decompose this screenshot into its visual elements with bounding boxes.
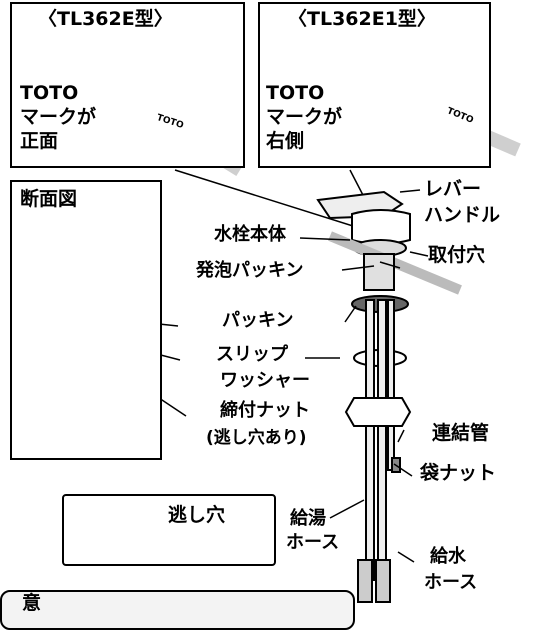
faucet-body-label: 水栓本体: [214, 224, 286, 245]
cross-section-box: [10, 180, 162, 460]
nut-label-line2: (逃し穴あり): [206, 428, 307, 448]
mark-label-line2: マークが: [20, 106, 97, 128]
mark-label-line3: 正面: [20, 130, 59, 152]
cold-hose-label-line2: ホース: [424, 572, 478, 593]
mount-hole-label: 取付穴: [428, 244, 486, 266]
caution-label: 意: [22, 592, 42, 614]
nut-label-line1: 締付ナット: [220, 400, 310, 421]
variant-box-tl362e: [10, 2, 245, 168]
mark-label-line2-right: マークが: [266, 106, 343, 128]
relief-hole-label: 逃し穴: [168, 504, 226, 526]
hot-hose-label-line1: 給湯: [290, 508, 326, 529]
cold-hose-label-line1: 給水: [430, 546, 466, 567]
mark-label-line3-right: 右側: [266, 130, 305, 152]
connecting-pipe-label: 連結管: [432, 422, 490, 444]
packing-label: パッキン: [222, 310, 294, 331]
variant-title-tl362e: 〈TL362E型〉: [38, 8, 173, 30]
main-faucet-illustration: [316, 190, 462, 603]
foam-packing-label: 発泡パッキン: [196, 260, 304, 281]
cross-section-title: 断面図: [20, 188, 78, 210]
relief-hole-box: [62, 494, 276, 566]
variant-box-tl362e1: [258, 2, 491, 168]
caution-box: [0, 590, 355, 630]
hot-hose-label-line2: ホース: [286, 532, 340, 553]
variant-title-tl362e1: 〈TL362E1型〉: [288, 8, 436, 30]
slip-washer-label-line1: スリップ: [216, 344, 288, 365]
mark-label-line1-right: TOTO: [266, 82, 325, 104]
lever-label-line1: レバー: [424, 178, 482, 200]
slip-washer-label-line2: ワッシャー: [220, 370, 310, 391]
mark-label-line1: TOTO: [20, 82, 79, 104]
lever-label-line2: ハンドル: [424, 204, 501, 226]
cap-nut-label: 袋ナット: [420, 462, 497, 484]
